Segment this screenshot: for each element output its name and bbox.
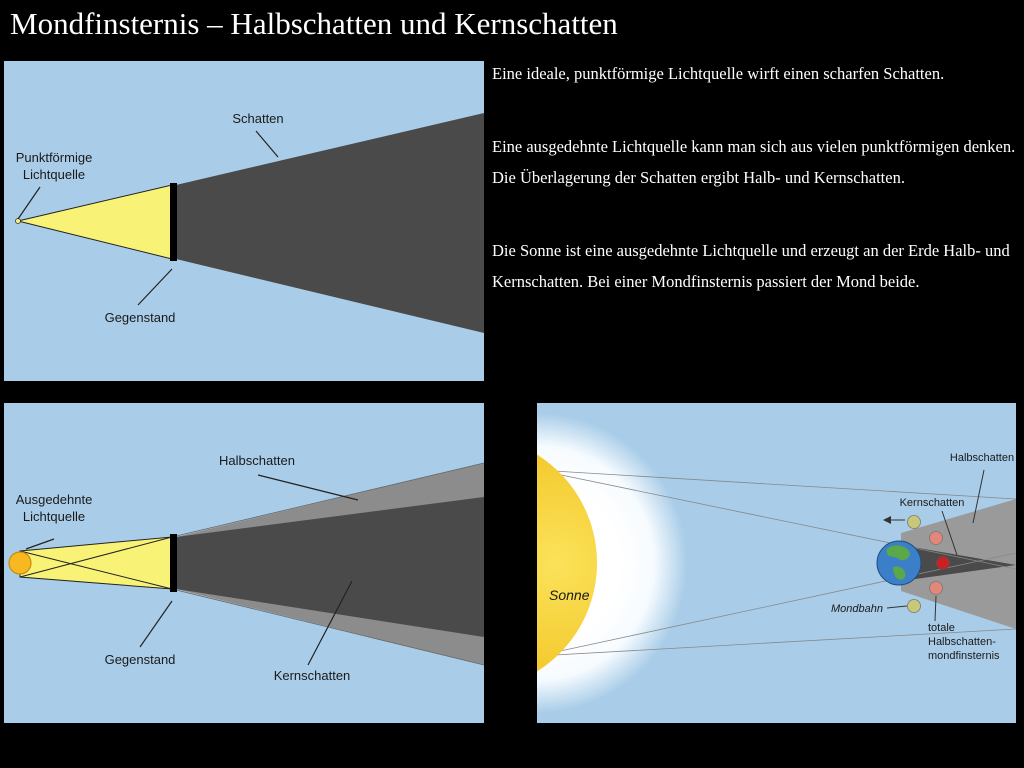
paragraph-sun-eclipse: Die Sonne ist eine ausgedehnte Lichtquel… bbox=[492, 241, 1010, 291]
paragraph-extended-source: Eine ausgedehnte Lichtquelle kann man si… bbox=[492, 137, 1016, 187]
label-total-1: totale bbox=[928, 622, 955, 634]
label-extended-source-1: Ausgedehnte bbox=[16, 492, 93, 507]
shadow-area bbox=[176, 113, 484, 333]
diagram-extended-light-source: Ausgedehnte Lichtquelle Halbschatten Geg… bbox=[4, 403, 484, 723]
pointer-source bbox=[17, 186, 41, 220]
object-bar bbox=[170, 183, 177, 261]
pointer-umbra bbox=[307, 580, 353, 666]
umbra-area bbox=[176, 497, 484, 637]
label-sun: Sonne bbox=[549, 587, 590, 603]
point-source-svg: Punktförmige Lichtquelle Schatten Gegens… bbox=[4, 61, 484, 381]
eclipse-svg: Sonne Halbschatten Kernschatten Mondbahn… bbox=[537, 403, 1016, 723]
label-total-3: mondfinsternis bbox=[928, 650, 1000, 662]
moon-position-1 bbox=[907, 515, 921, 529]
cross-ray-2 bbox=[19, 536, 173, 578]
label-umbra: Kernschatten bbox=[900, 497, 965, 509]
label-penumbra: Halbschatten bbox=[950, 452, 1014, 464]
explanation-text: Eine ideale, punktförmige Lichtquelle wi… bbox=[492, 58, 1022, 339]
extended-source-svg: Ausgedehnte Lichtquelle Halbschatten Geg… bbox=[4, 403, 484, 723]
pointer-umbra bbox=[941, 510, 958, 556]
ray-upper-outer bbox=[171, 462, 484, 538]
label-orbit: Mondbahn bbox=[831, 603, 883, 615]
moon-position-2 bbox=[929, 531, 943, 545]
sun-ray-4 bbox=[537, 628, 1016, 657]
label-object: Gegenstand bbox=[105, 310, 176, 325]
moon-position-3 bbox=[929, 581, 943, 595]
paragraph-point-source: Eine ideale, punktförmige Lichtquelle wi… bbox=[492, 64, 945, 83]
cross-ray-1 bbox=[19, 550, 173, 590]
label-extended-source-2: Lichtquelle bbox=[23, 509, 85, 524]
pointer-object bbox=[137, 268, 173, 306]
extended-light-source bbox=[8, 551, 32, 575]
diagram-lunar-eclipse: Sonne Halbschatten Kernschatten Mondbahn… bbox=[537, 403, 1016, 723]
earth-continent-1 bbox=[886, 545, 910, 561]
label-point-source-2: Lichtquelle bbox=[23, 167, 85, 182]
sun-ray-1 bbox=[537, 469, 1016, 570]
earth-continent-2 bbox=[893, 566, 906, 580]
diagram-point-light-source: Punktförmige Lichtquelle Schatten Gegens… bbox=[4, 61, 484, 381]
moon-position-eclipse bbox=[936, 556, 950, 570]
pointer-orbit bbox=[886, 605, 908, 609]
pointer-penumbra bbox=[972, 469, 985, 524]
slide-title: Mondfinsternis – Halbschatten und Kernsc… bbox=[10, 6, 618, 41]
label-object: Gegenstand bbox=[105, 652, 176, 667]
orbit-direction-arrow bbox=[883, 516, 891, 524]
point-light-source bbox=[15, 218, 21, 224]
label-penumbra: Halbschatten bbox=[219, 453, 295, 468]
label-total-2: Halbschatten- bbox=[928, 636, 996, 648]
label-point-source-1: Punktförmige bbox=[16, 150, 93, 165]
label-umbra: Kernschatten bbox=[274, 668, 351, 683]
pointer-shadow bbox=[255, 130, 279, 158]
sun-ray-3 bbox=[537, 469, 1016, 500]
pointer-penumbra bbox=[257, 474, 359, 501]
umbra-area bbox=[901, 545, 1016, 581]
pointer-object bbox=[139, 600, 173, 648]
sun-ray-2 bbox=[537, 552, 1016, 657]
pointer-total bbox=[934, 595, 937, 622]
object-bar bbox=[170, 534, 177, 592]
label-shadow: Schatten bbox=[232, 111, 283, 126]
moon-position-4 bbox=[907, 599, 921, 613]
pointer-source bbox=[25, 538, 55, 550]
sun bbox=[537, 454, 597, 672]
